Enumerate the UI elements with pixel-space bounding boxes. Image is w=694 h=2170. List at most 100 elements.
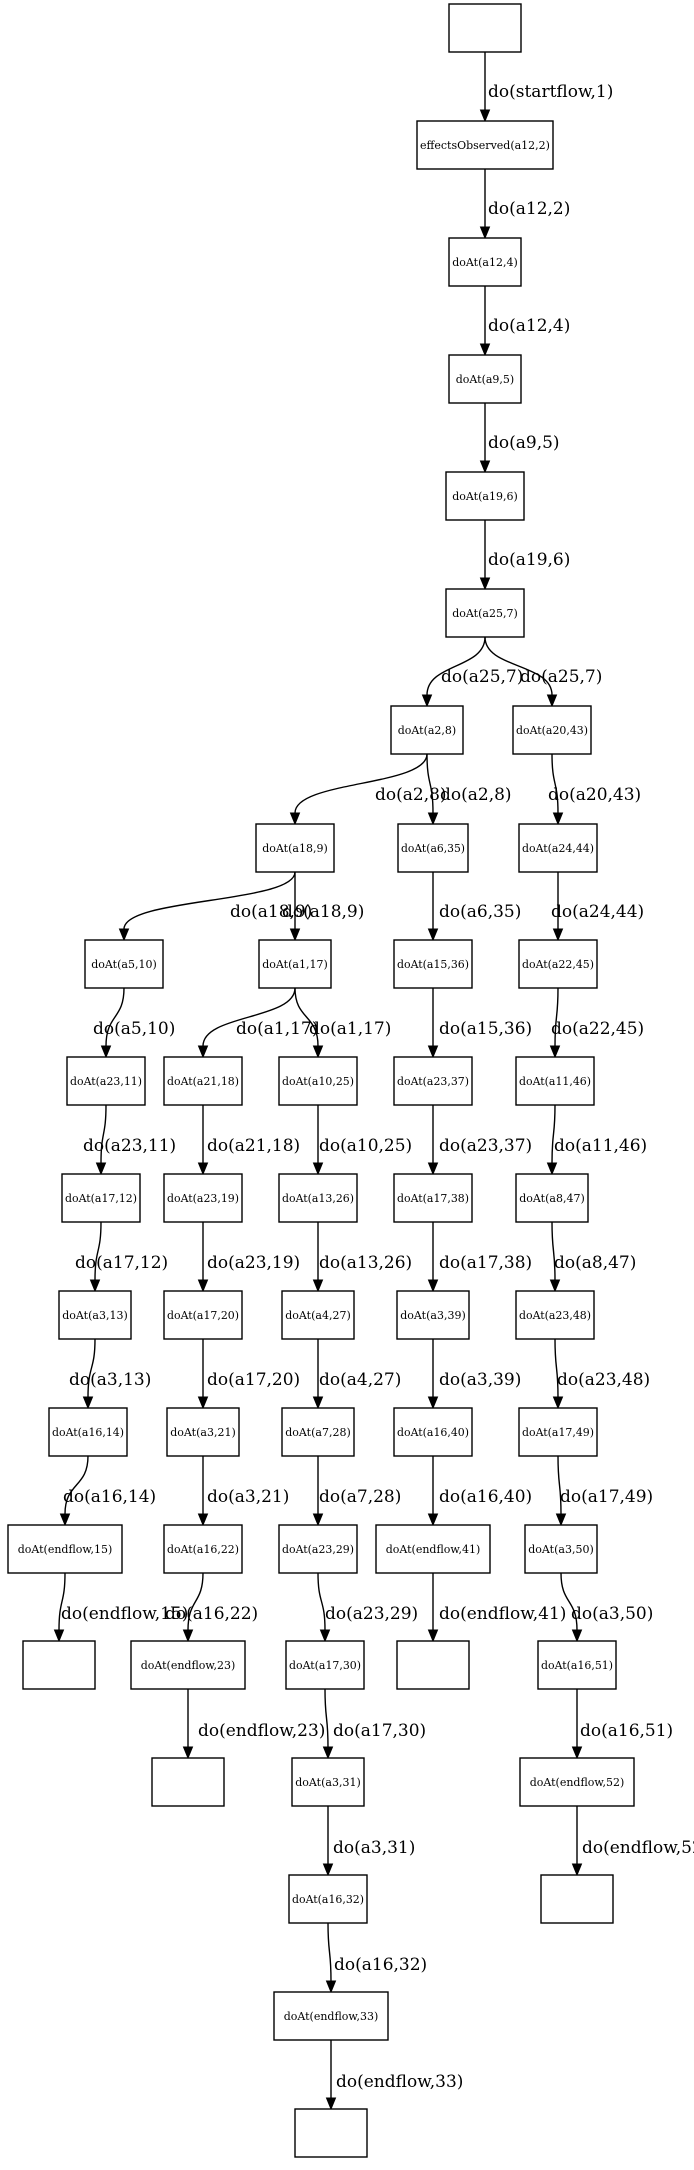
edge-label: do(a16,51) bbox=[580, 1721, 673, 1741]
edge-label: do(a16,22) bbox=[165, 1604, 258, 1624]
edge-n5-n7: do(a25,7) bbox=[484, 636, 602, 708]
node-n12: doAt(a1,17) bbox=[258, 939, 332, 989]
node-box bbox=[278, 1524, 358, 1574]
arrowhead bbox=[319, 1629, 331, 1643]
arrowhead bbox=[53, 1629, 65, 1643]
edge-label: do(a25,7) bbox=[520, 667, 602, 687]
node-n24: doAt(a8,47) bbox=[515, 1173, 589, 1223]
node-n23: doAt(a17,38) bbox=[393, 1173, 473, 1223]
edge-line bbox=[105, 987, 125, 1047]
node-label: doAt(a17,38) bbox=[397, 1192, 469, 1205]
node-box bbox=[393, 1173, 473, 1223]
edge-line bbox=[202, 987, 296, 1047]
node-n46: doAt(a3,31) bbox=[291, 1757, 365, 1807]
arrowhead bbox=[552, 1396, 564, 1410]
node-n34: doAt(a17,49) bbox=[518, 1407, 598, 1457]
node-n22: doAt(a13,26) bbox=[278, 1173, 358, 1223]
node-box bbox=[375, 1524, 491, 1574]
terminal-node bbox=[448, 3, 522, 53]
node-box bbox=[84, 939, 164, 989]
node-n33: doAt(a16,40) bbox=[393, 1407, 473, 1457]
edge-n25-n30: do(a3,13) bbox=[69, 1338, 151, 1410]
node-n36: doAt(a16,22) bbox=[163, 1524, 243, 1574]
edge-label: do(a13,26) bbox=[319, 1253, 412, 1273]
edge-n26-n31: do(a17,20) bbox=[197, 1339, 300, 1410]
node-box bbox=[291, 1757, 365, 1807]
edge-n27-n32: do(a4,27) bbox=[312, 1339, 401, 1410]
node-box bbox=[515, 1290, 595, 1340]
edge-n12-n17: do(a1,17) bbox=[294, 987, 391, 1059]
node-label: doAt(a3,31) bbox=[295, 1776, 360, 1789]
arrowhead bbox=[549, 1279, 561, 1293]
arrowhead bbox=[95, 1162, 107, 1176]
edge-label: do(a8,47) bbox=[554, 1253, 636, 1273]
edge-label: do(a7,28) bbox=[319, 1487, 401, 1507]
node-box bbox=[445, 588, 525, 638]
edge-line bbox=[551, 753, 559, 814]
node-label: doAt(a10,25) bbox=[282, 1075, 354, 1088]
node-n47: doAt(endflow,52) bbox=[519, 1757, 635, 1807]
arrowhead bbox=[325, 1980, 337, 1994]
node-label: doAt(a22,45) bbox=[522, 958, 594, 971]
arrowhead bbox=[427, 1045, 439, 1059]
node-box bbox=[294, 2108, 368, 2158]
edge-n22-n27: do(a13,26) bbox=[312, 1222, 412, 1293]
arrowhead bbox=[421, 694, 433, 708]
edge-label: do(a18,9) bbox=[230, 902, 312, 922]
node-label: doAt(a23,48) bbox=[519, 1309, 591, 1322]
node-n31: doAt(a3,21) bbox=[166, 1407, 240, 1457]
node-label: effectsObserved(a12,2) bbox=[420, 139, 550, 152]
edge-n17-n22: do(a10,25) bbox=[312, 1105, 412, 1176]
edge-line bbox=[100, 1104, 107, 1164]
arrowhead bbox=[312, 1045, 324, 1059]
node-box bbox=[540, 1874, 614, 1924]
node-label: doAt(endflow,41) bbox=[386, 1543, 481, 1556]
edge-label: do(a4,27) bbox=[319, 1370, 401, 1390]
node-n4: doAt(a19,6) bbox=[445, 471, 525, 521]
edge-n11-n15: do(a5,10) bbox=[93, 987, 175, 1059]
edge-label: do(a2,8) bbox=[375, 785, 447, 805]
edge-label: do(a3,31) bbox=[333, 1838, 415, 1858]
node-box bbox=[518, 939, 598, 989]
edge-label: do(a24,44) bbox=[551, 902, 644, 922]
edge-n42-n46: do(a17,30) bbox=[322, 1688, 426, 1760]
edge-n29-n34: do(a23,48) bbox=[552, 1338, 650, 1410]
edge-n8-n12: do(a18,9) bbox=[282, 872, 364, 942]
node-n3: doAt(a9,5) bbox=[448, 354, 522, 404]
edge-label: do(a17,30) bbox=[333, 1721, 426, 1741]
node-n42: doAt(a17,30) bbox=[285, 1640, 365, 1690]
edge-line bbox=[327, 1922, 332, 1982]
edge-n36-n41: do(a16,22) bbox=[165, 1572, 258, 1643]
node-label: doAt(a16,32) bbox=[292, 1893, 364, 1906]
node-box bbox=[163, 1173, 243, 1223]
terminal-node bbox=[22, 1640, 96, 1690]
node-box bbox=[278, 1056, 358, 1106]
node-label: doAt(a15,36) bbox=[397, 958, 469, 971]
node-n32: doAt(a7,28) bbox=[281, 1407, 355, 1457]
edge-n24-n29: do(a8,47) bbox=[549, 1221, 636, 1293]
arrowhead bbox=[427, 1513, 439, 1527]
edge-label: do(a17,12) bbox=[75, 1253, 168, 1273]
edge-label: do(a23,48) bbox=[557, 1370, 650, 1390]
node-n11: doAt(a5,10) bbox=[84, 939, 164, 989]
edge-n6-n8: do(a2,8) bbox=[289, 753, 447, 826]
edge-label: do(a3,13) bbox=[69, 1370, 151, 1390]
edge-label: do(a15,36) bbox=[439, 1019, 532, 1039]
node-label: doAt(a16,40) bbox=[397, 1426, 469, 1439]
node-n5: doAt(a25,7) bbox=[445, 588, 525, 638]
node-box bbox=[130, 1640, 246, 1690]
node-label: doAt(a4,27) bbox=[285, 1309, 350, 1322]
node-n18: doAt(a23,37) bbox=[393, 1056, 473, 1106]
node-n30: doAt(a16,14) bbox=[48, 1407, 128, 1457]
node-box bbox=[448, 237, 522, 287]
node-label: doAt(a23,19) bbox=[167, 1192, 239, 1205]
node-box bbox=[166, 1407, 240, 1457]
node-n16: doAt(a21,18) bbox=[163, 1056, 243, 1106]
node-label: doAt(a11,46) bbox=[519, 1075, 591, 1088]
edge-label: do(a12,4) bbox=[488, 316, 570, 336]
node-n35: doAt(endflow,15) bbox=[7, 1524, 123, 1574]
arrowhead bbox=[479, 460, 491, 474]
edge-line bbox=[187, 1572, 204, 1631]
edge-label: do(a1,17) bbox=[309, 1019, 391, 1039]
arrowhead bbox=[312, 1396, 324, 1410]
